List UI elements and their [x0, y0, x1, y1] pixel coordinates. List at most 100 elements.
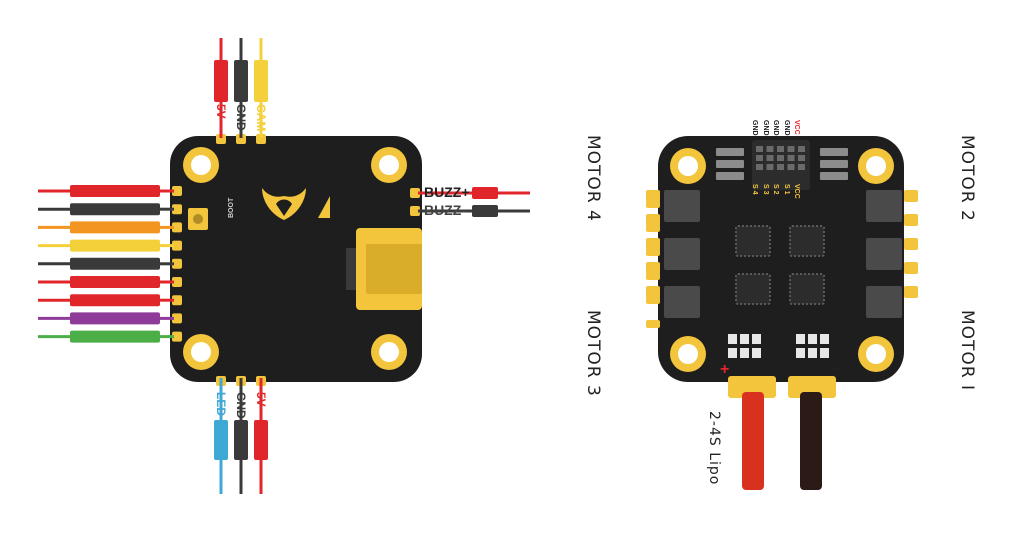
plus-sign: +: [720, 361, 729, 378]
capacitor: [796, 334, 805, 344]
motor-4-label: MOTOR 4: [583, 135, 603, 222]
minus-sign: −: [830, 361, 839, 378]
solder-pad: [172, 222, 182, 233]
wire-sleeve: [214, 60, 228, 102]
left-wire-label: VIDEO OUT: [84, 237, 156, 253]
mosfet: [866, 286, 902, 318]
solder-pad: [172, 240, 182, 251]
header-pin: [798, 146, 805, 152]
capacitor: [796, 348, 805, 358]
wire-sleeve: [70, 221, 160, 234]
driver-chip: [735, 273, 771, 305]
left-wire-label: 5V: [140, 274, 156, 289]
solder-pad: [236, 134, 246, 144]
capacitor: [716, 160, 744, 168]
mounting-hole: [183, 147, 219, 183]
motor-pad: [646, 262, 660, 274]
mosfet: [866, 238, 902, 270]
header-pin: [777, 155, 784, 161]
wire-sleeve: [70, 257, 160, 270]
wire-sleeve: [70, 203, 160, 216]
mounting-hole: [183, 334, 219, 370]
bottom-wire-label: 5V: [254, 392, 268, 407]
motor-pad: [646, 286, 660, 298]
signal-label: S 3: [761, 184, 769, 195]
capacitor: [820, 172, 848, 180]
header-pin: [787, 155, 795, 161]
solder-pad: [172, 186, 182, 196]
signal-connector: [752, 140, 810, 190]
motor-pad: [904, 238, 918, 250]
motor-pad: [904, 190, 918, 202]
cobra-logo: [262, 188, 330, 220]
wire-sleeve: [70, 185, 160, 197]
mosfet: [664, 190, 700, 222]
header-pin: [777, 146, 784, 152]
mosfet: [664, 238, 700, 270]
top-wire-label: CAM: [254, 104, 268, 132]
capacitor: [728, 334, 737, 344]
header-pin: [798, 164, 805, 170]
wire-sleeve: [254, 60, 268, 102]
esc-board: [646, 136, 918, 398]
battery-pad-negative: [788, 376, 836, 398]
motor-pad: [646, 224, 660, 232]
mosfet: [866, 190, 902, 222]
wire-sleeve: [70, 239, 160, 252]
header-pin: [798, 155, 805, 161]
mounting-hole: [670, 336, 706, 372]
mounting-hole: [670, 148, 706, 184]
capacitor: [752, 348, 761, 358]
solder-pad: [256, 134, 266, 144]
wire-sleeve: [70, 294, 160, 307]
capacitor: [808, 334, 817, 344]
wire-sleeve: [234, 420, 248, 460]
capacitor: [820, 148, 848, 156]
capacitor: [728, 348, 737, 358]
header-pin: [787, 146, 795, 152]
boot-button: [188, 208, 208, 230]
motor-1-label: MOTOR I: [957, 310, 977, 392]
solder-pad: [172, 295, 182, 306]
capacitor: [820, 160, 848, 168]
solder-pad: [410, 188, 420, 198]
motor-pad: [646, 248, 660, 256]
capacitor: [820, 334, 829, 344]
solder-pad: [172, 258, 182, 269]
wire-sleeve: [70, 330, 160, 343]
motor-pad: [904, 214, 918, 226]
driver-chip: [735, 225, 771, 257]
solder-pad: [216, 134, 226, 144]
capacitor: [808, 348, 817, 358]
battery-pad-positive: [728, 376, 776, 398]
pad-label: GND: [751, 120, 758, 136]
wire-sleeve: [234, 60, 248, 102]
wire-sleeve: [214, 420, 228, 460]
pad-label: VCC: [793, 120, 800, 135]
left-wire-label: 5V: [140, 183, 156, 198]
battery-wire-negative: [800, 392, 822, 490]
header-pin: [777, 164, 784, 170]
header-pin: [766, 164, 774, 170]
signal-label: S 1: [782, 184, 790, 195]
driver-chip: [789, 273, 825, 305]
capacitor: [740, 348, 749, 358]
signal-label: S 2: [772, 184, 779, 195]
wire-sleeve: [70, 276, 160, 288]
pad-label: GND: [782, 120, 790, 136]
left-wire-label: TX2: [132, 219, 156, 235]
solder-pad: [172, 331, 182, 342]
motor-pad: [646, 238, 660, 250]
right-wire-label: BUZZ+: [424, 184, 470, 200]
header-pin: [787, 164, 795, 170]
battery-label: 2-4S Lipo: [706, 411, 722, 486]
capacitor: [716, 148, 744, 156]
wire-sleeve: [254, 420, 268, 460]
motor-3-label: MOTOR 3: [583, 310, 603, 397]
left-wire-label: PPM: [127, 310, 156, 326]
top-wire-label: 5V: [214, 104, 228, 119]
bottom-wire-label: GND: [234, 392, 248, 419]
header-pin: [756, 146, 763, 152]
mounting-hole: [371, 147, 407, 183]
